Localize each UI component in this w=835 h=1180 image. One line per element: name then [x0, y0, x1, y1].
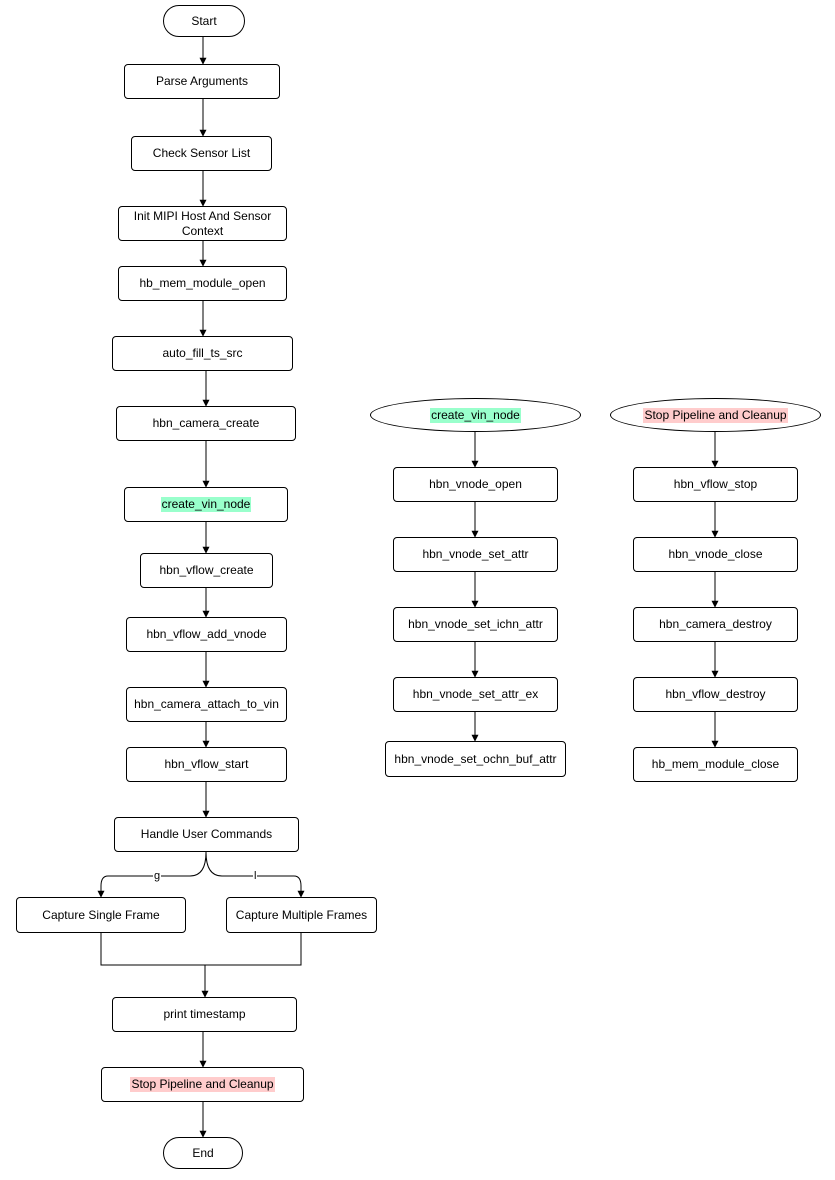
- hbn-vflow-start-label: hbn_vflow_start: [164, 757, 249, 771]
- capture-multiple-frames-label: Capture Multiple Frames: [235, 907, 368, 922]
- capture-single-frame-node: Capture Single Frame: [16, 897, 186, 933]
- cleanup-step-label: hbn_vflow_stop: [673, 477, 758, 491]
- handle-user-commands-node: Handle User Commands: [114, 817, 299, 852]
- vin-step-label: hbn_vnode_set_ochn_buf_attr: [394, 751, 557, 766]
- handle-user-commands-label: Handle User Commands: [140, 827, 273, 841]
- vin-step-label: hbn_vnode_open: [429, 477, 522, 491]
- hbn-camera-create-label: hbn_camera_create: [152, 416, 260, 430]
- hb-mem-module-open-node: hb_mem_module_open: [118, 266, 287, 301]
- init-mipi-node: Init MIPI Host And Sensor Context: [118, 206, 287, 241]
- cleanup-step-node: hbn_camera_destroy: [633, 607, 798, 642]
- cleanup-step-label: hbn_vnode_close: [668, 547, 763, 561]
- end-node: End: [163, 1137, 243, 1169]
- vin-step-node: hbn_vnode_set_ichn_attr: [393, 607, 558, 642]
- vin-step-node: hbn_vnode_set_attr: [393, 537, 558, 572]
- hb-mem-module-open-label: hb_mem_module_open: [139, 276, 266, 290]
- start-label: Start: [191, 13, 217, 28]
- stop-pipeline-node: Stop Pipeline and Cleanup: [101, 1067, 304, 1102]
- hbn-camera-create-node: hbn_camera_create: [116, 406, 296, 441]
- edge-merge: [100, 933, 302, 966]
- print-timestamp-node: print timestamp: [112, 997, 297, 1032]
- edge-branch-single: [97, 851, 207, 898]
- vin-flow-title-label: create_vin_node: [430, 407, 521, 423]
- hbn-vflow-create-node: hbn_vflow_create: [140, 553, 273, 588]
- cleanup-step-node: hb_mem_module_close: [633, 747, 798, 782]
- hbn-vflow-add-vnode-node: hbn_vflow_add_vnode: [126, 617, 287, 652]
- vin-step-label: hbn_vnode_set_attr: [422, 547, 529, 561]
- parse-arguments-node: Parse Arguments: [124, 64, 280, 99]
- capture-single-frame-label: Capture Single Frame: [42, 907, 160, 922]
- cleanup-step-node: hbn_vnode_close: [633, 537, 798, 572]
- capture-multiple-frames-node: Capture Multiple Frames: [226, 897, 377, 933]
- cleanup-flow-title-label: Stop Pipeline and Cleanup: [643, 407, 788, 423]
- vin-step-node: hbn_vnode_set_ochn_buf_attr: [385, 741, 566, 777]
- cleanup-step-label: hb_mem_module_close: [651, 757, 780, 771]
- parse-arguments-label: Parse Arguments: [155, 74, 249, 88]
- print-timestamp-label: print timestamp: [163, 1007, 246, 1021]
- end-label: End: [192, 1145, 214, 1160]
- vin-flow-title-node: create_vin_node: [370, 398, 581, 432]
- stop-pipeline-label: Stop Pipeline and Cleanup: [130, 1077, 275, 1092]
- auto-fill-ts-src-node: auto_fill_ts_src: [112, 336, 293, 371]
- vin-step-node: hbn_vnode_open: [393, 467, 558, 502]
- edge-label-l: l: [253, 870, 258, 882]
- edge-branch-multi: [205, 851, 305, 898]
- cleanup-step-label: hbn_camera_destroy: [659, 617, 772, 631]
- vin-step-node: hbn_vnode_set_attr_ex: [393, 677, 558, 712]
- hbn-camera-attach-to-vin-label: hbn_camera_attach_to_vin: [134, 697, 279, 711]
- start-node: Start: [163, 5, 245, 37]
- cleanup-step-label: hbn_vflow_destroy: [665, 687, 766, 701]
- create-vin-node-label: create_vin_node: [160, 497, 252, 512]
- init-mipi-label: Init MIPI Host And Sensor Context: [133, 208, 272, 238]
- create-vin-node-node: create_vin_node: [124, 487, 288, 522]
- cleanup-step-node: hbn_vflow_destroy: [633, 677, 798, 712]
- hbn-camera-attach-to-vin-node: hbn_camera_attach_to_vin: [126, 687, 287, 722]
- vin-step-label: hbn_vnode_set_ichn_attr: [408, 617, 543, 631]
- hbn-vflow-add-vnode-label: hbn_vflow_add_vnode: [146, 627, 267, 641]
- hbn-vflow-create-label: hbn_vflow_create: [159, 563, 254, 577]
- cleanup-step-node: hbn_vflow_stop: [633, 467, 798, 502]
- check-sensor-list-label: Check Sensor List: [152, 146, 251, 160]
- hbn-vflow-start-node: hbn_vflow_start: [126, 747, 287, 782]
- cleanup-flow-title-node: Stop Pipeline and Cleanup: [610, 398, 821, 432]
- vin-step-label: hbn_vnode_set_attr_ex: [412, 687, 539, 701]
- edge-label-g: g: [153, 870, 162, 882]
- auto-fill-ts-src-label: auto_fill_ts_src: [162, 346, 243, 360]
- check-sensor-list-node: Check Sensor List: [131, 136, 272, 171]
